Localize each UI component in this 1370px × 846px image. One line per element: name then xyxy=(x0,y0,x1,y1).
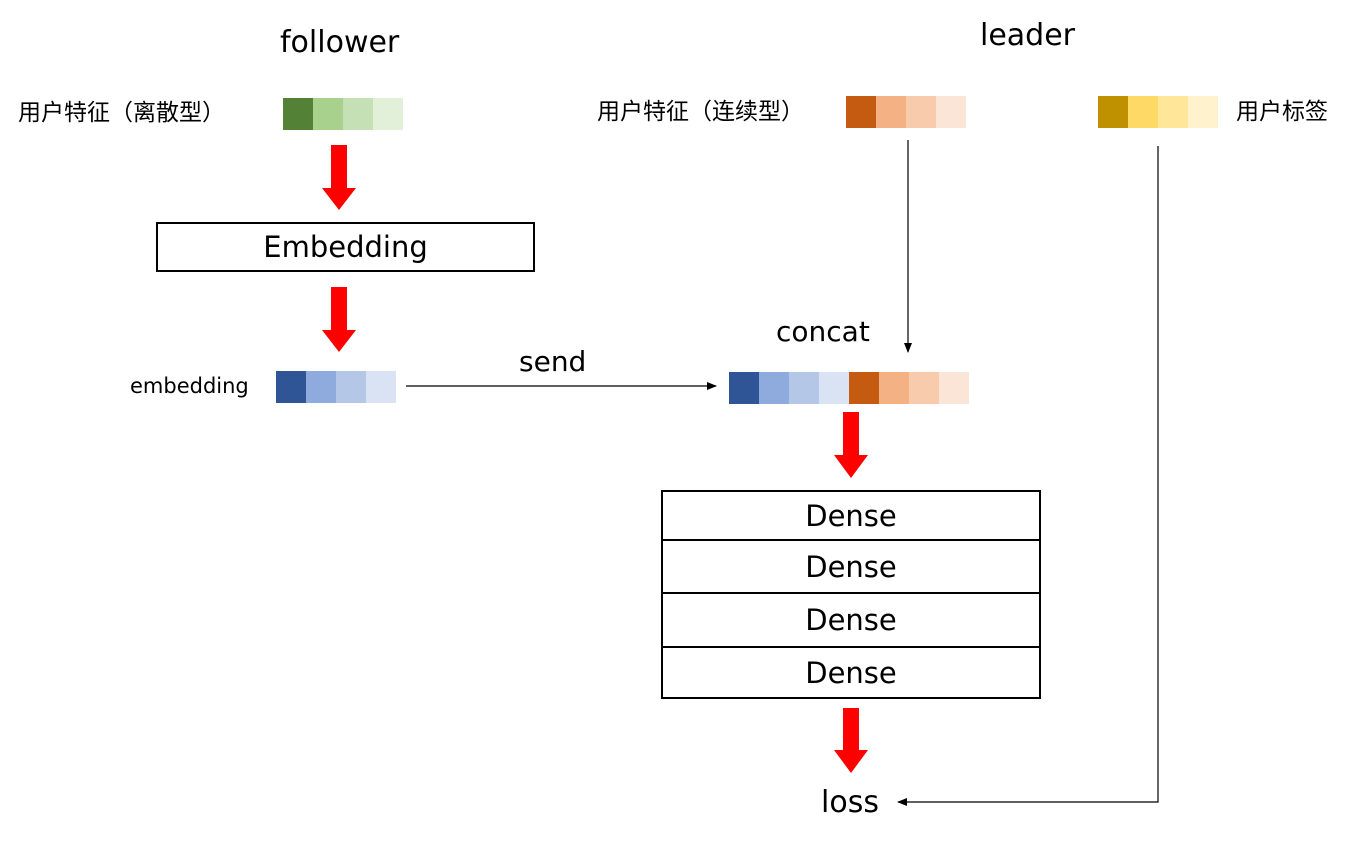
bar-segment xyxy=(819,372,849,404)
bar-segment xyxy=(336,371,366,403)
loss-label: loss xyxy=(821,785,879,820)
dense-layer-label: Dense xyxy=(805,603,897,637)
dense-layer-2: Dense xyxy=(661,539,1041,594)
leader-label-bar xyxy=(1098,96,1218,128)
bar-segment xyxy=(939,372,969,404)
bar-segment xyxy=(283,98,313,130)
bar-segment xyxy=(879,372,909,404)
embedding-output-label: embedding xyxy=(130,374,249,398)
dense-layer-4: Dense xyxy=(661,646,1041,699)
leader-feature-bar xyxy=(846,96,966,128)
bar-segment xyxy=(906,96,936,128)
dense-layer-label: Dense xyxy=(805,655,897,690)
bar-segment xyxy=(849,372,879,404)
bar-segment xyxy=(1158,96,1188,128)
flow-arrow-feature-to-embedding xyxy=(322,145,356,210)
follower-title: follower xyxy=(280,25,400,60)
bar-segment xyxy=(789,372,819,404)
dense-layer-label: Dense xyxy=(805,498,897,533)
leader-label-text: 用户标签 xyxy=(1236,99,1328,125)
bar-segment xyxy=(343,98,373,130)
send-label: send xyxy=(519,345,587,378)
bar-segment xyxy=(276,371,306,403)
leader-title: leader xyxy=(980,18,1076,53)
bar-segment xyxy=(1188,96,1218,128)
bar-segment xyxy=(373,98,403,130)
bar-segment xyxy=(936,96,966,128)
label-to-loss-arrow xyxy=(897,146,1159,806)
dense-layer-label: Dense xyxy=(805,549,897,584)
bar-segment xyxy=(909,372,939,404)
follower-feature-bar xyxy=(283,98,403,130)
bar-segment xyxy=(759,372,789,404)
bar-segment xyxy=(876,96,906,128)
bar-segment xyxy=(1128,96,1158,128)
bar-segment xyxy=(846,96,876,128)
dense-layer-3: Dense xyxy=(661,592,1041,648)
embedding-layer-box: Embedding xyxy=(156,222,535,272)
bar-segment xyxy=(306,371,336,403)
flow-arrow-embedding-to-output xyxy=(322,287,356,352)
embedding-output-bar xyxy=(276,371,396,403)
bar-segment xyxy=(366,371,396,403)
follower-feature-label: 用户特征（离散型） xyxy=(18,100,225,126)
embedding-layer-label: Embedding xyxy=(263,230,428,264)
concat-bar xyxy=(729,372,969,404)
flow-arrow-dense-to-loss xyxy=(834,708,868,773)
bar-segment xyxy=(1098,96,1128,128)
leader-feature-label: 用户特征（连续型） xyxy=(597,99,804,125)
flow-arrow-concat-to-dense xyxy=(834,412,868,478)
bar-segment xyxy=(313,98,343,130)
dense-layer-1: Dense xyxy=(661,490,1041,541)
bar-segment xyxy=(729,372,759,404)
concat-label: concat xyxy=(776,315,870,348)
